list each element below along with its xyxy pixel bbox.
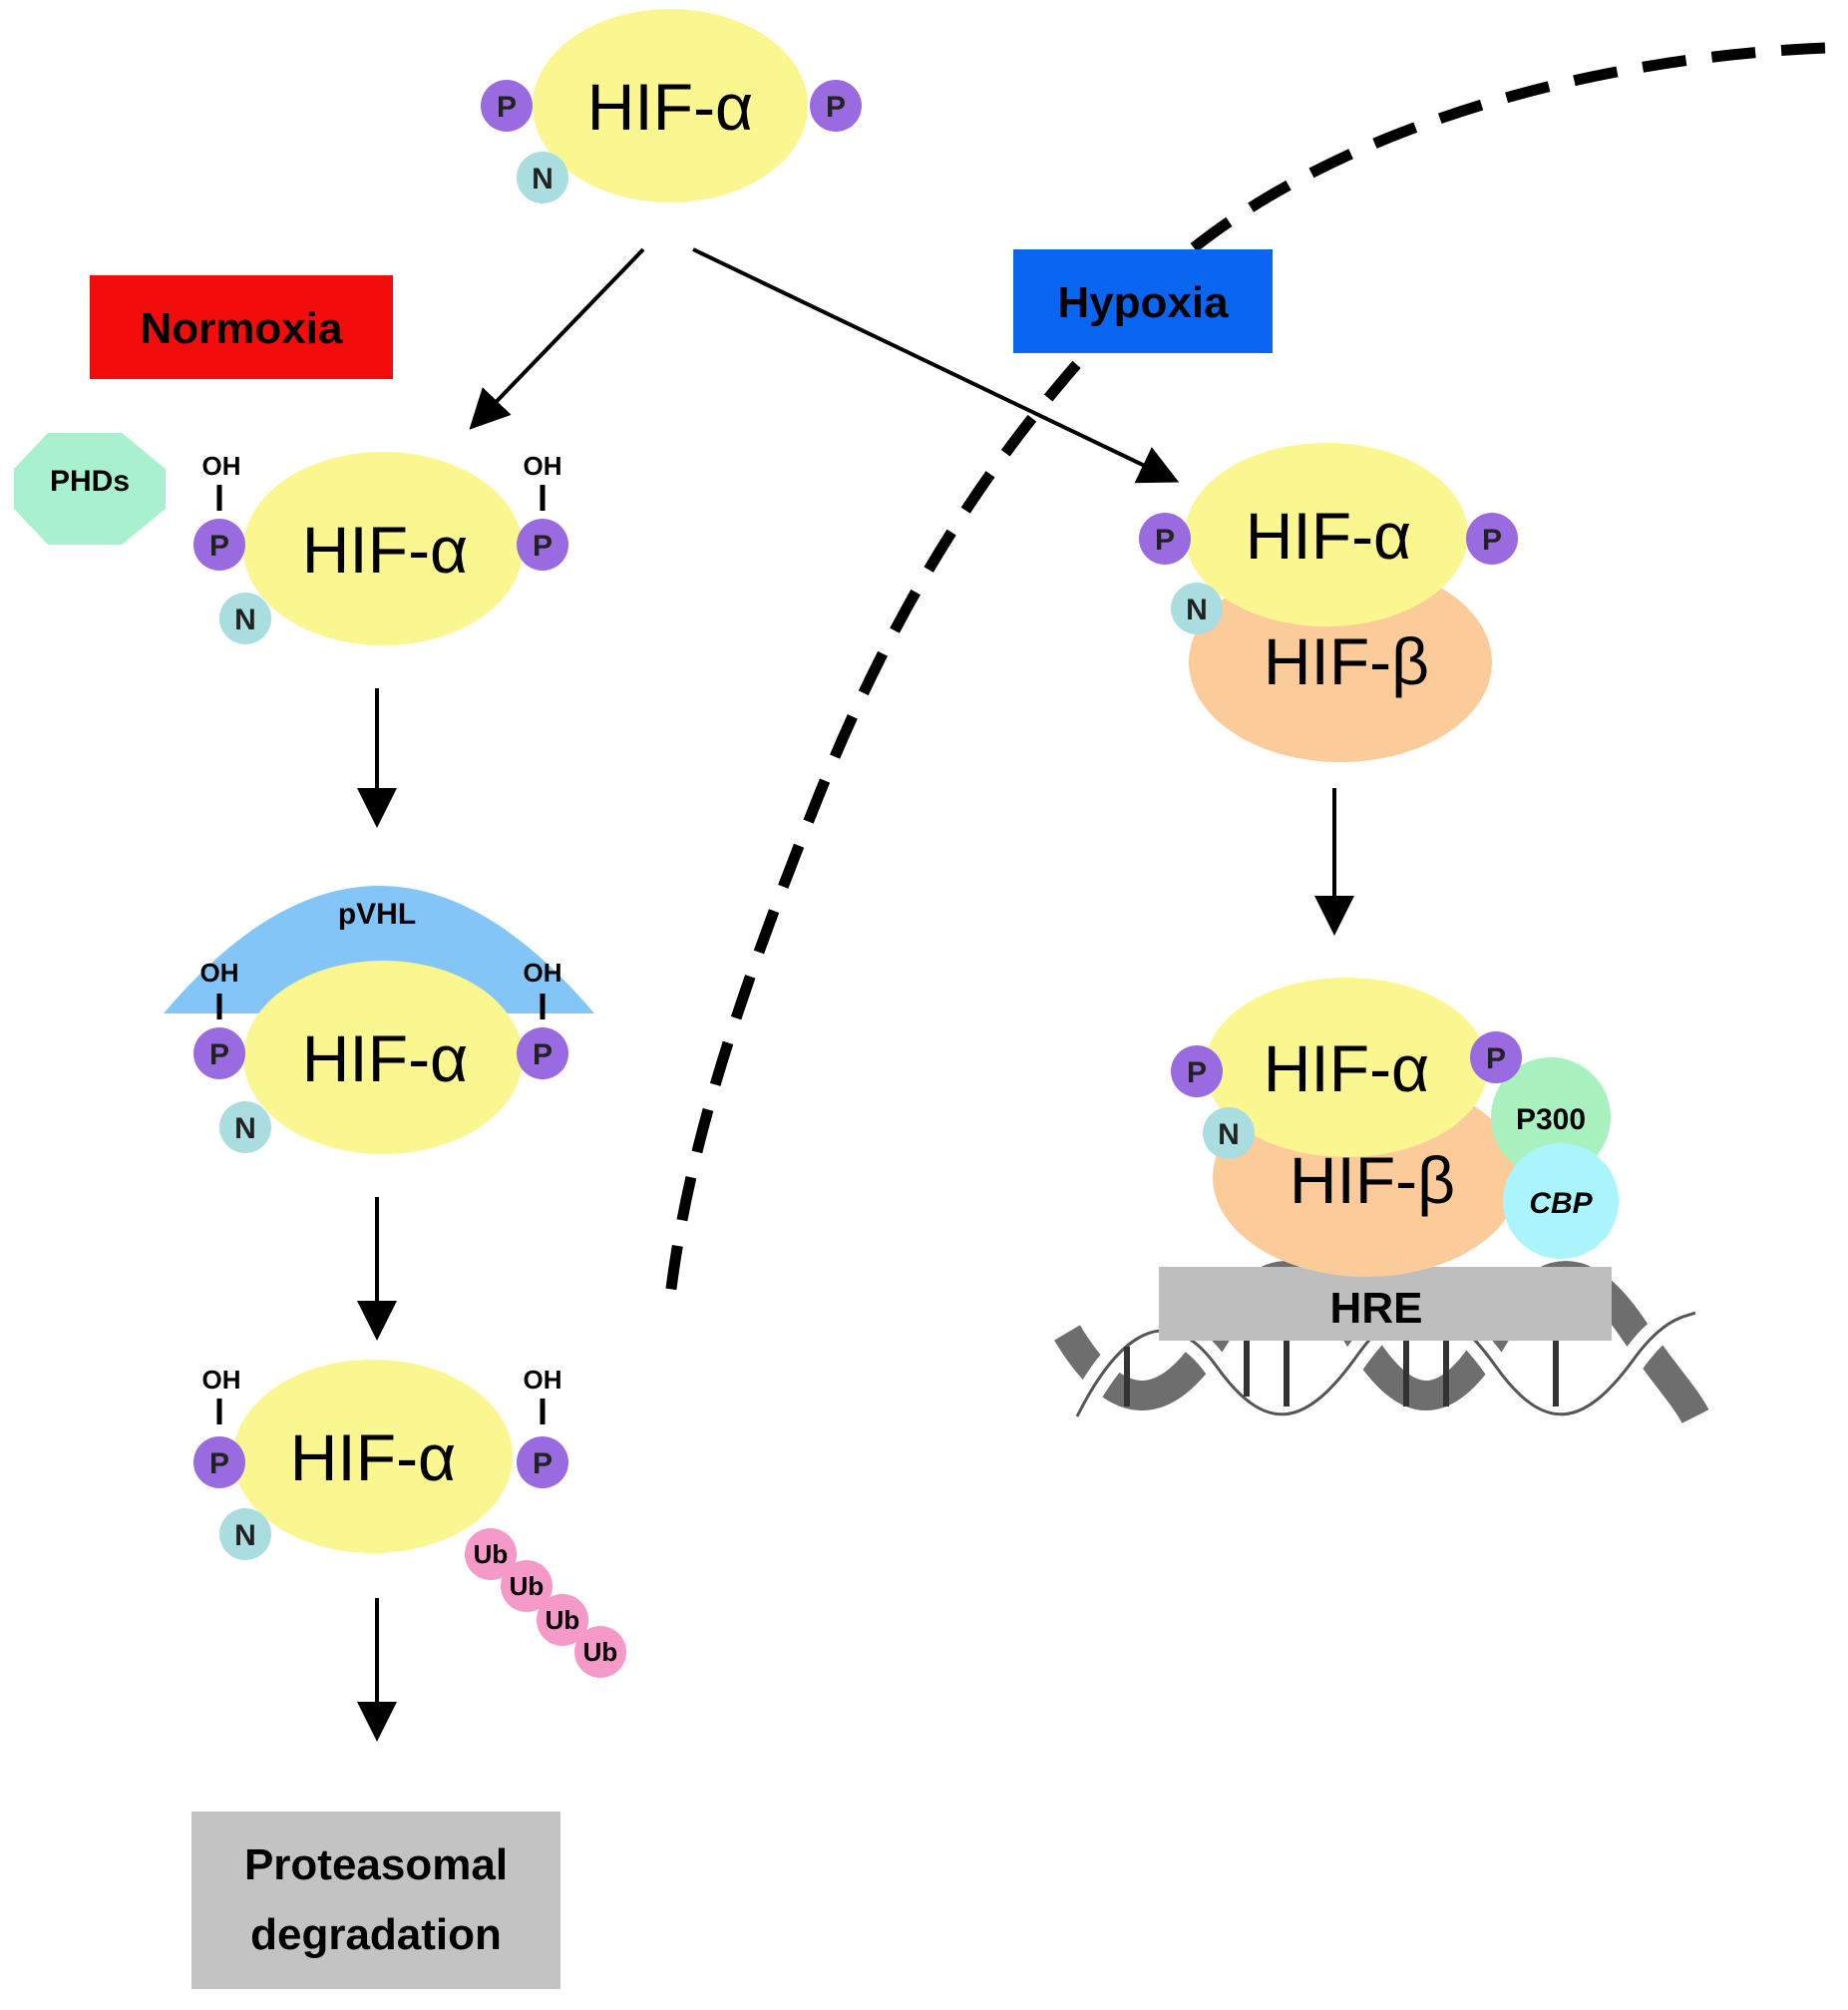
hif-alpha-hydroxylated: PHDs HIF-α OH P OH P N xyxy=(14,433,568,645)
svg-text:HIF-α: HIF-α xyxy=(1264,1031,1429,1105)
hif-alpha-body xyxy=(243,452,523,645)
hif-alpha-body xyxy=(233,1360,513,1553)
ub-dot: Ub xyxy=(574,1626,626,1678)
svg-text:P: P xyxy=(533,530,553,563)
svg-text:P300: P300 xyxy=(1516,1103,1586,1136)
phospho-dot: P xyxy=(1470,1031,1522,1083)
hre-box xyxy=(1159,1267,1612,1341)
arrow-to-hypoxia xyxy=(692,247,1180,484)
oh-label: OH xyxy=(524,958,562,988)
proteasomal-degradation-box: Proteasomal degradation xyxy=(191,1811,560,1989)
svg-text:Proteasomal: Proteasomal xyxy=(244,1840,508,1889)
svg-text:degradation: degradation xyxy=(250,1910,502,1959)
hypoxia-label-box: Hypoxia xyxy=(1013,249,1273,353)
svg-text:P: P xyxy=(1155,524,1175,557)
cell-membrane-dashed-curve xyxy=(664,42,1826,1298)
svg-text:N: N xyxy=(234,603,256,636)
phospho-dot: P xyxy=(810,80,862,132)
ub-dot: Ub xyxy=(537,1594,588,1646)
n-dot: N xyxy=(219,1508,271,1560)
hif-dimer: HIF-β HIF-α P P N xyxy=(1139,443,1518,762)
oh-label: OH xyxy=(524,1365,562,1395)
svg-text:P: P xyxy=(1486,1042,1506,1075)
svg-text:P: P xyxy=(497,91,517,124)
normoxia-label-box: Normoxia xyxy=(90,275,393,379)
pvhl-complex: pVHL HIF-α OH P OH P N xyxy=(164,886,594,1154)
svg-text:Hypoxia: Hypoxia xyxy=(1057,278,1229,327)
svg-text:P: P xyxy=(209,1038,229,1071)
ub-dot: Ub xyxy=(465,1528,517,1580)
svg-text:HRE: HRE xyxy=(1330,1284,1423,1333)
svg-text:Ub: Ub xyxy=(583,1637,618,1667)
phospho-dot: P xyxy=(1466,513,1518,565)
svg-text:N: N xyxy=(1186,594,1208,626)
phospho-dot: P xyxy=(481,80,533,132)
svg-text:P: P xyxy=(209,1447,229,1480)
n-dot: N xyxy=(219,1101,271,1153)
n-dot: N xyxy=(517,152,568,203)
hif-alpha-label: HIF-α xyxy=(587,70,753,144)
svg-text:N: N xyxy=(1218,1118,1240,1151)
svg-text:PHDs: PHDs xyxy=(50,465,130,498)
svg-text:P: P xyxy=(533,1038,553,1071)
hif-alpha-top: HIF-α P P N xyxy=(481,9,862,203)
phospho-dot: P xyxy=(193,519,245,571)
svg-text:P: P xyxy=(209,530,229,563)
svg-text:HIF-β: HIF-β xyxy=(1264,624,1429,698)
phospho-dot: P xyxy=(193,1436,245,1488)
phospho-dot: P xyxy=(1171,1045,1223,1097)
hif-alpha-body xyxy=(533,9,808,202)
hif-alpha-body xyxy=(1185,443,1468,626)
svg-text:Normoxia: Normoxia xyxy=(141,304,343,353)
hif-alpha-body xyxy=(243,961,523,1154)
svg-text:HIF-α: HIF-α xyxy=(302,1021,468,1095)
svg-text:HIF-α: HIF-α xyxy=(1246,499,1411,573)
svg-text:P: P xyxy=(1482,524,1502,557)
hif-alpha-body xyxy=(1205,978,1488,1157)
n-dot: N xyxy=(1203,1107,1255,1159)
svg-text:N: N xyxy=(234,1112,256,1145)
svg-text:HIF-α: HIF-α xyxy=(302,513,468,587)
oh-label: OH xyxy=(200,958,239,988)
arrow-to-normoxia xyxy=(469,247,645,430)
phds-octagon xyxy=(14,433,166,545)
svg-text:P: P xyxy=(826,91,846,124)
phospho-dot: P xyxy=(517,1436,568,1488)
svg-text:N: N xyxy=(532,163,554,196)
phospho-dot: P xyxy=(517,1027,568,1079)
transcription-complex: HRE HIF-β HIF-α P300 CBP P P N xyxy=(1159,978,1619,1341)
ub-dot: Ub xyxy=(501,1560,553,1612)
pvhl-cap xyxy=(164,886,594,1013)
phospho-dot: P xyxy=(517,519,568,571)
n-dot: N xyxy=(219,593,271,644)
cbp-coactivator: CBP xyxy=(1503,1143,1619,1259)
svg-text:P: P xyxy=(1187,1056,1207,1089)
svg-text:HIF-α: HIF-α xyxy=(290,1420,456,1494)
ub-chain: Ub Ub Ub Ub xyxy=(465,1528,626,1678)
phospho-dot: P xyxy=(193,1027,245,1079)
svg-text:P: P xyxy=(533,1447,553,1480)
oh-label: OH xyxy=(524,451,562,481)
oh-label: OH xyxy=(202,451,241,481)
oh-label: OH xyxy=(202,1365,241,1395)
svg-text:CBP: CBP xyxy=(1529,1187,1593,1220)
n-dot: N xyxy=(1171,583,1223,634)
svg-text:N: N xyxy=(234,1519,256,1552)
phospho-dot: P xyxy=(1139,513,1191,565)
hif-alpha-ubiquitinated: HIF-α OH P OH P N Ub Ub xyxy=(193,1360,626,1678)
svg-text:pVHL: pVHL xyxy=(338,898,416,931)
svg-text:Ub: Ub xyxy=(474,1539,509,1569)
svg-text:Ub: Ub xyxy=(510,1571,545,1601)
svg-text:Ub: Ub xyxy=(546,1605,580,1635)
